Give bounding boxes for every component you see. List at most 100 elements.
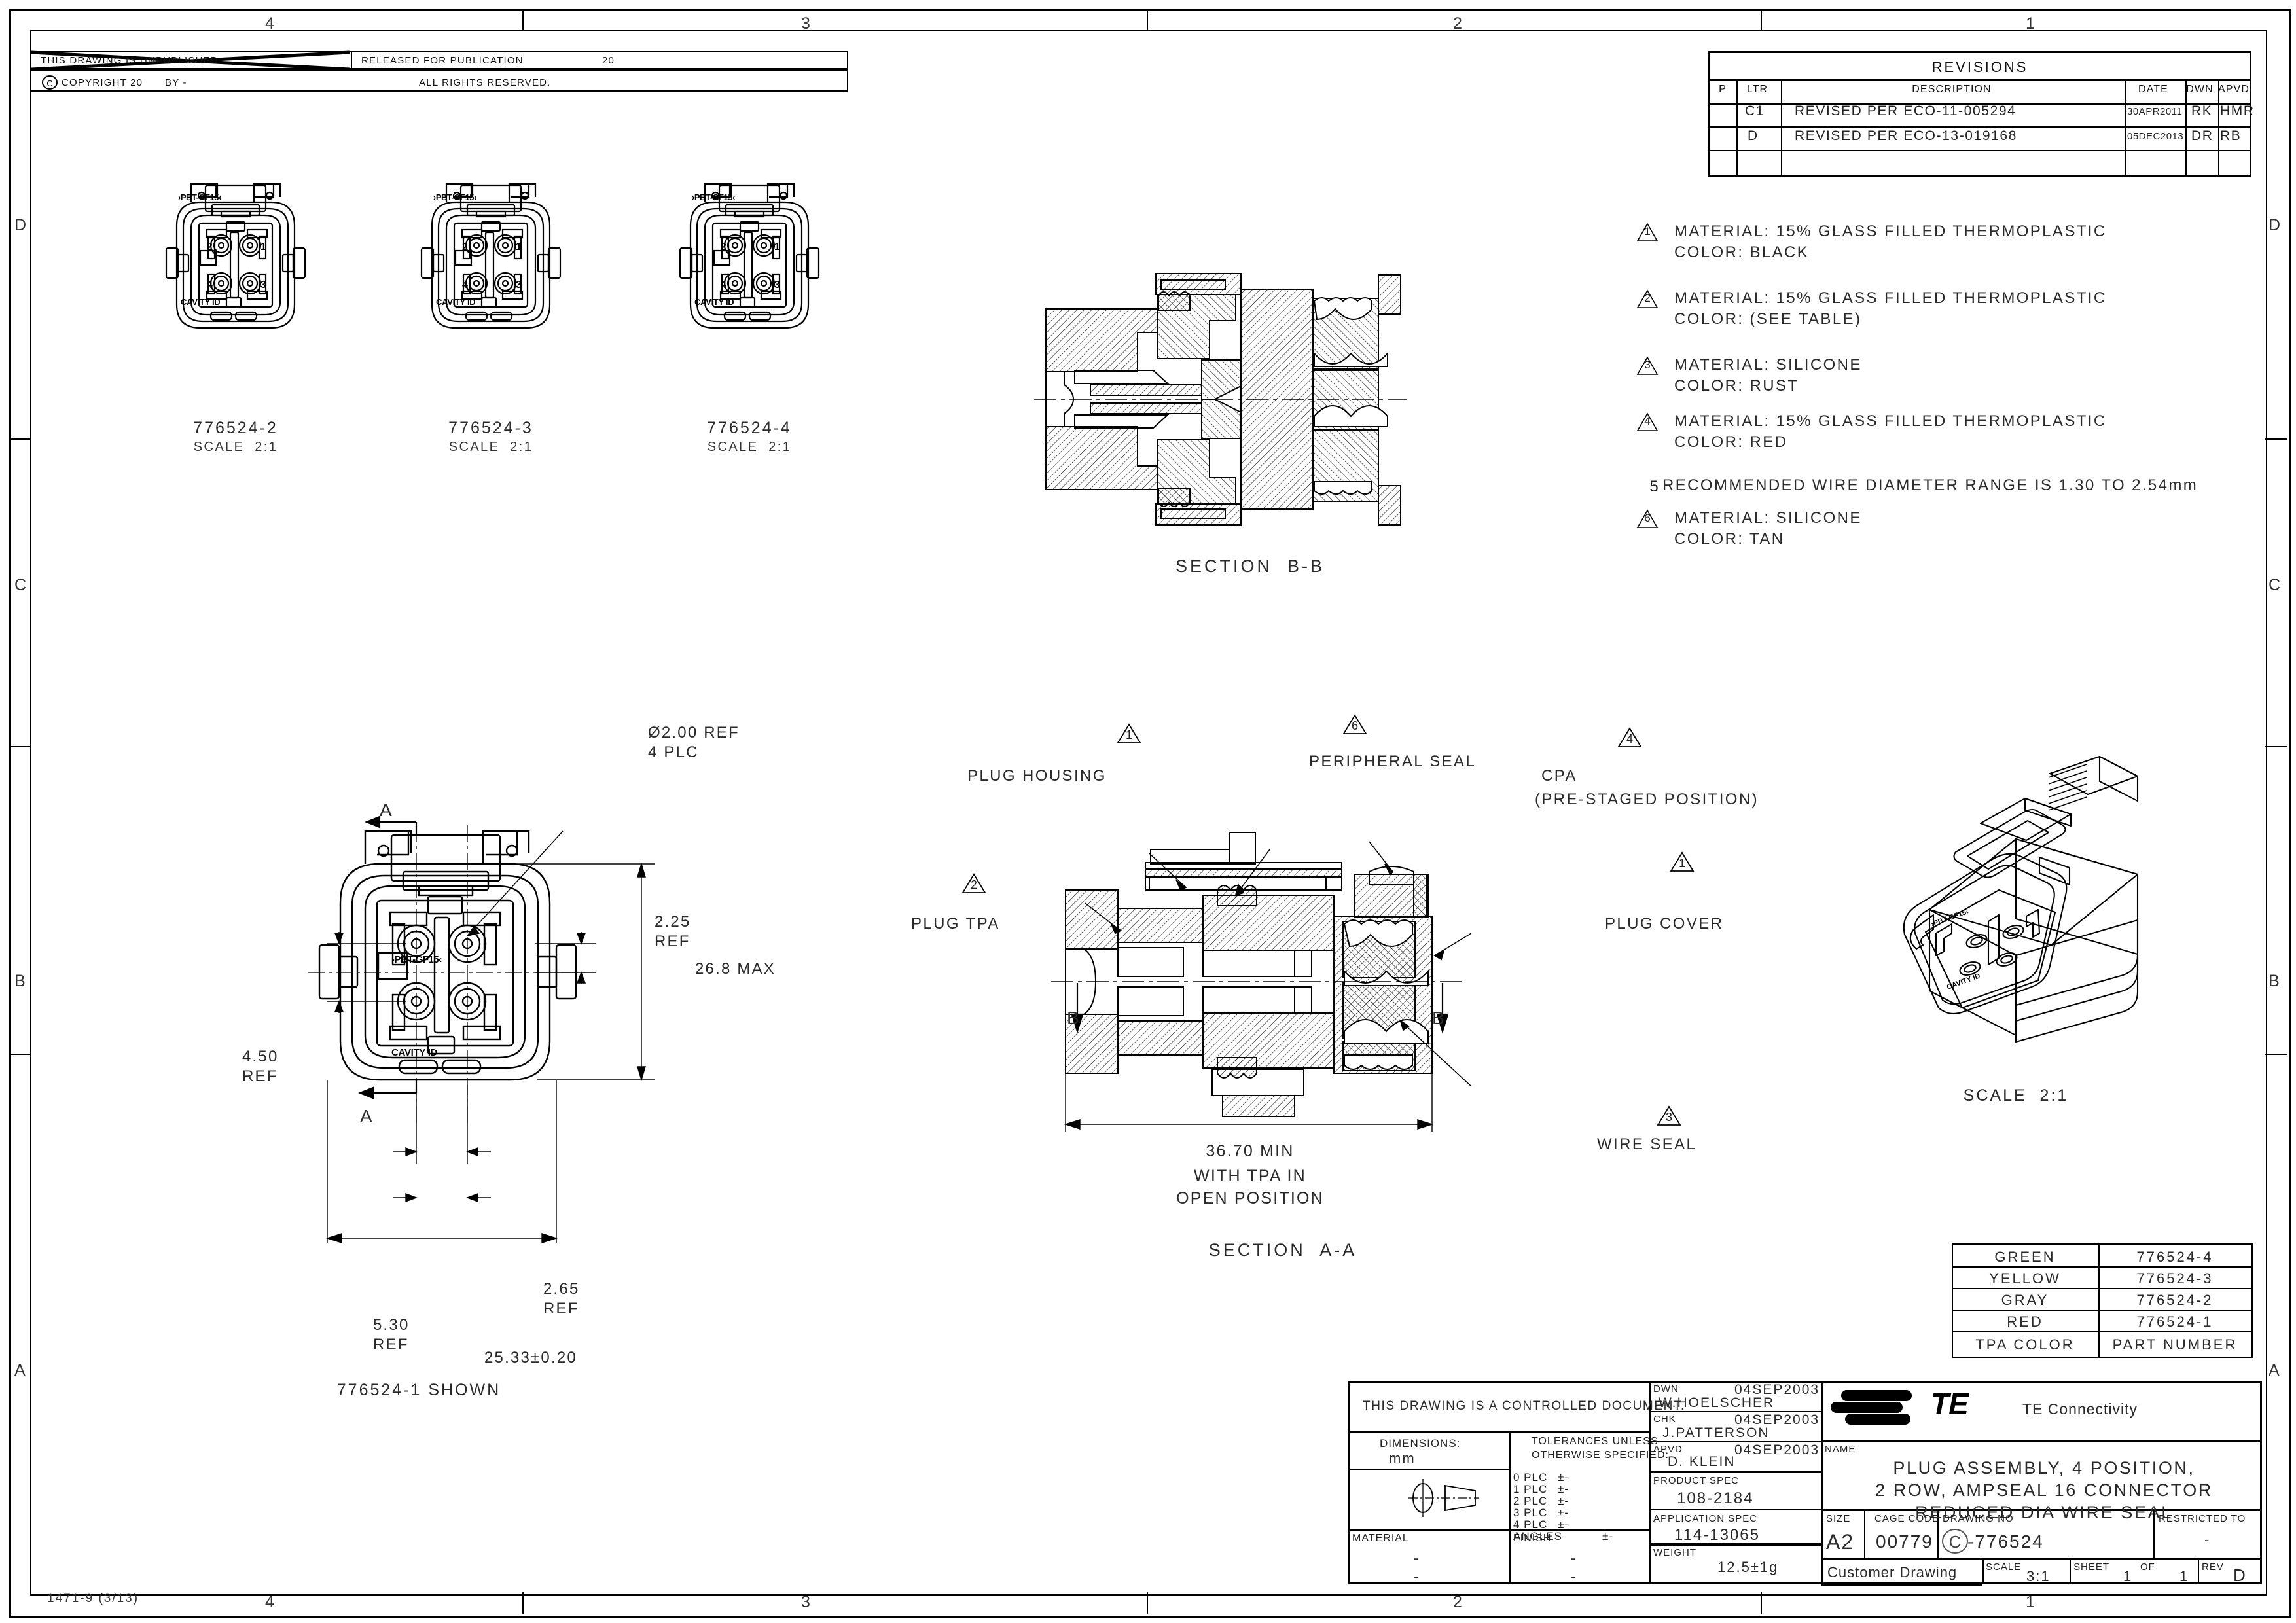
color-row-3-part: 776524-1 (2136, 1313, 2214, 1330)
zone-tick (522, 9, 524, 31)
note-balloon-triangle-3 (1636, 356, 1659, 375)
tb-finish-value: - (1571, 1550, 1577, 1566)
tb-tolerances-label: TOLERANCES UNLESS OTHERWISE SPECIFIED: (1532, 1436, 1669, 1461)
dim-pitch-vertical: 2.25 REF (655, 913, 691, 950)
color-row-2-color: GRAY (2001, 1292, 2049, 1308)
balloon-triangle-wire-seal (1657, 1105, 1681, 1126)
zone-bottom-3: 3 (801, 1593, 812, 1611)
section-mark-b-left: B (1067, 1008, 1081, 1028)
section-bb-caption: SECTION B-B (1175, 556, 1325, 576)
tb-size-label: SIZE (1826, 1513, 1851, 1524)
note-number-6: 6 (1644, 512, 1651, 524)
balloon-num-cpa: 4 (1626, 732, 1633, 745)
tb-rule (1649, 1543, 1821, 1546)
tb-scale: 3:1 (2026, 1568, 2051, 1584)
zone-bottom-2: 2 (1453, 1593, 1463, 1611)
zone-top-2: 2 (1453, 14, 1463, 33)
zone-tick (1761, 1592, 1762, 1614)
note-item: 5 RECOMMENDED WIRE DIAMETER RANGE IS 1.3… (1636, 476, 2278, 504)
svg-text:1: 1 (774, 241, 780, 253)
tb-divider (2198, 1558, 2199, 1584)
tb-divider (1937, 1509, 1939, 1558)
note-item: 4 MATERIAL: 15% GLASS FILLED THERMOPLAST… (1636, 412, 2278, 458)
zone-left-c: C (14, 576, 28, 594)
tb-customer-drawing: Customer Drawing (1827, 1564, 1958, 1580)
note-item: 6 MATERIAL: SILICONE COLOR: TAN (1636, 509, 2278, 555)
tb-tol-0-value: ±- (1558, 1471, 1569, 1484)
view-2-part-number: 776524-3 (448, 419, 533, 437)
dim-hole-diameter: Ø2.00 REF 4 PLC (648, 724, 740, 761)
zone-top-4: 4 (265, 14, 276, 33)
rev-row-0-apvd: HMR (2220, 103, 2255, 118)
note-item: 3 MATERIAL: SILICONE COLOR: RUST (1636, 356, 2278, 402)
tb-company-name: TE Connectivity (2022, 1400, 2138, 1418)
tb-restricted-label: RESTRICTED TO (2159, 1513, 2246, 1524)
tpa-color-table (1952, 1243, 2253, 1358)
tb-tol-2-value: ±- (1558, 1495, 1569, 1507)
tb-rule (1348, 1529, 1649, 1531)
header-copyright-cell (30, 71, 848, 92)
tb-angles-label: ANGLES (1513, 1530, 1562, 1543)
iso-view-scale: SCALE 2:1 (1963, 1086, 2069, 1105)
balloon-num-wire-seal: 3 (1665, 1111, 1672, 1124)
tb-weight-label: WEIGHT (1653, 1547, 1696, 1558)
tb-rule (1821, 1509, 2262, 1511)
color-row-0-part: 776524-4 (2136, 1249, 2214, 1265)
dim-overall-width: 25.33±0.20 (484, 1349, 577, 1366)
balloon-num-plug-housing: 1 (1125, 728, 1132, 741)
zone-tick (2265, 1054, 2287, 1055)
tb-divider (1864, 1509, 1865, 1558)
tb-divider (1821, 1381, 1823, 1584)
tb-rule (1649, 1509, 1821, 1510)
zone-left-d: D (14, 216, 28, 234)
dim-pitch-horizontal: 2.65 REF (543, 1280, 580, 1317)
view-1-material-marking: ›PBT-GF15‹ (178, 192, 221, 202)
svg-text:C: C (46, 79, 52, 88)
tb-tol-1-value: ±- (1558, 1483, 1569, 1495)
note-text-5: RECOMMENDED WIRE DIAMETER RANGE IS 1.30 … (1662, 476, 2198, 494)
callout-cpa: CPA (1541, 767, 1577, 785)
copyright-icon: C (42, 75, 58, 90)
tb-restricted: - (2204, 1531, 2211, 1548)
view-2-cavity-label: CAVITY ID (436, 297, 476, 307)
tb-tol-4-label: 4 PLC (1513, 1518, 1548, 1531)
tb-rule (1821, 1558, 2262, 1560)
tb-rule (1348, 1431, 1649, 1433)
section-aa-drawing (1051, 832, 1472, 1132)
zone-right-d: D (2269, 216, 2282, 234)
svg-text:3: 3 (260, 279, 266, 291)
zone-top-1: 1 (2026, 14, 2036, 33)
view-1-scale: SCALE 2:1 (193, 440, 278, 454)
tb-rule (1509, 1529, 1649, 1530)
tb-dwn-label: DWN (1653, 1383, 1679, 1395)
view-2-scale: SCALE 2:1 (448, 440, 533, 454)
note-balloon-triangle-2 (1636, 289, 1659, 308)
svg-text:3: 3 (516, 279, 522, 291)
view-3-scale: SCALE 2:1 (707, 440, 792, 454)
callout-cpa-sub: (PRE-STAGED POSITION) (1535, 791, 1759, 808)
tb-chk-name: J.PATTERSON (1662, 1425, 1770, 1440)
tb-sheet-of: OF (2140, 1561, 2155, 1573)
header-released-text: RELEASED FOR PUBLICATION (361, 55, 524, 66)
color-row-2-part: 776524-2 (2136, 1292, 2214, 1308)
rev-col-dwn: DWN (2186, 84, 2214, 95)
rev-col-date: DATE (2138, 84, 2168, 95)
note-balloon-triangle-4 (1636, 412, 1659, 431)
dim-offset-left: 4.50 REF (242, 1048, 279, 1085)
zone-left-b: B (14, 972, 27, 990)
zone-tick (9, 1054, 31, 1055)
tb-apvd-name: D. KLEIN (1668, 1454, 1736, 1469)
balloon-triangle-plug-tpa (961, 873, 986, 893)
tb-application-spec: 114-13065 (1674, 1526, 1760, 1544)
svg-text:4: 4 (207, 279, 213, 291)
tb-rule (1649, 1471, 1821, 1473)
note-number-5: 5 (1649, 478, 1659, 495)
section-mark-a-bottom: A (360, 1106, 374, 1126)
tb-tol-0-label: 0 PLC (1513, 1471, 1548, 1484)
rev-row-1-dwn: DR (2191, 128, 2214, 143)
tb-angles-value: ±- (1602, 1530, 1613, 1543)
tb-apvd-date: 04SEP2003 (1734, 1442, 1820, 1457)
